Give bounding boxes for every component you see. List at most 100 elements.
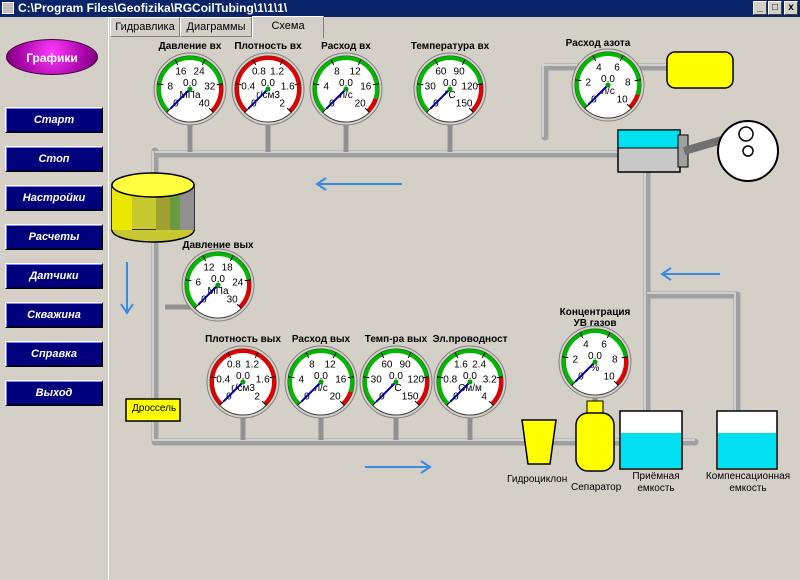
flow-arrow-down bbox=[120, 262, 134, 315]
gauge-tick-label: 2.4 bbox=[472, 360, 486, 371]
gauge-tick bbox=[571, 380, 577, 386]
gauge-tick-label: 16 bbox=[335, 374, 347, 385]
gauge-tick-label: 12 bbox=[325, 360, 337, 371]
tab-scheme[interactable]: Схема bbox=[252, 16, 324, 38]
gauge-value: 0.0 bbox=[601, 74, 615, 85]
gauge-unit: л/с bbox=[601, 86, 615, 97]
gauge-tick-label: 10 bbox=[617, 95, 629, 106]
calculations-button[interactable]: Расчеты bbox=[5, 224, 103, 250]
gauge-tick bbox=[434, 59, 439, 66]
gauge-tick bbox=[297, 400, 303, 406]
gauge-tick-label: 120 bbox=[407, 374, 424, 385]
gauge-tick-label: 1.6 bbox=[454, 360, 468, 371]
gauge-tick bbox=[339, 400, 345, 406]
gauge-tick bbox=[584, 103, 590, 109]
gauge-tick-label: 60 bbox=[381, 360, 393, 371]
minimize-button[interactable]: _ bbox=[753, 1, 767, 15]
gauge-tick bbox=[380, 352, 385, 359]
settings-button[interactable]: Настройки bbox=[5, 185, 103, 211]
gauge-unit: °C bbox=[390, 383, 401, 394]
gauge-tick bbox=[185, 279, 192, 282]
gauge-title: Расход азота bbox=[566, 38, 631, 49]
gauge-tick bbox=[363, 376, 370, 379]
gauge-tick bbox=[313, 83, 320, 86]
exit-button[interactable]: Выход bbox=[5, 380, 103, 406]
gauge-green-zone bbox=[575, 52, 641, 109]
gauge-tick bbox=[476, 83, 483, 86]
gauge-title: Расход вх bbox=[321, 41, 371, 52]
receiving-tank-label: Приёмная емкость bbox=[632, 471, 680, 494]
gauge-tick bbox=[634, 79, 641, 82]
graphs-button[interactable]: Графики bbox=[6, 39, 98, 75]
gauge-tick bbox=[269, 376, 276, 379]
gauge-tick bbox=[174, 59, 179, 66]
gauge-tick bbox=[414, 400, 420, 406]
gauge-value: 0.0 bbox=[261, 78, 275, 89]
gauge-tick bbox=[364, 107, 370, 113]
gauge-green-zone bbox=[288, 349, 354, 406]
gauge-unit: г/см3 bbox=[256, 90, 280, 101]
gauge-tick-label: 0.8 bbox=[443, 374, 457, 385]
gauge-hub bbox=[215, 282, 221, 288]
stop-button[interactable]: Стоп bbox=[5, 146, 103, 172]
well-button[interactable]: Скважина bbox=[5, 302, 103, 328]
gauge-tick bbox=[235, 83, 242, 86]
gauge-tick bbox=[417, 83, 424, 86]
gauge-rho-out: Плотность вых00.40.81.21.620.0г/см3 bbox=[205, 334, 281, 419]
gauge-tick bbox=[592, 55, 597, 62]
gauge-tick bbox=[621, 356, 628, 359]
gauge-tick-label: 4 bbox=[583, 340, 589, 351]
gauge-hub bbox=[343, 86, 349, 92]
gauge-tick bbox=[229, 255, 234, 262]
gauge-tick bbox=[347, 376, 354, 379]
gauge-hub bbox=[447, 86, 453, 92]
gauge-tick-label: 24 bbox=[194, 67, 206, 78]
gauge-tick-label: 2 bbox=[279, 99, 285, 110]
gauge-title: Темп-ра вых bbox=[365, 334, 428, 345]
gauge-unit: г/см3 bbox=[231, 383, 255, 394]
compensation-tank-label: Компенсационная емкость bbox=[705, 471, 791, 494]
window-title: C:\Program Files\Geofizika\RGCoilTubing\… bbox=[18, 1, 288, 15]
gauge-tick-label: 90 bbox=[454, 67, 466, 78]
gauge-hub bbox=[265, 86, 271, 92]
gauge-tick-label: 8 bbox=[334, 67, 340, 78]
gauge-tick bbox=[216, 83, 223, 86]
tab-diagrams[interactable]: Диаграммы bbox=[180, 17, 252, 37]
gauge-tick bbox=[626, 103, 632, 109]
gauge-title: Концентрация bbox=[560, 307, 631, 318]
gauge-needle bbox=[449, 381, 471, 403]
gauge-tick-label: 3.2 bbox=[483, 374, 497, 385]
gauge-title: Температура вх bbox=[411, 41, 490, 52]
gauge-tick-label: 24 bbox=[232, 277, 244, 288]
gauge-title: Давление вх bbox=[159, 41, 222, 52]
gauge-tick bbox=[468, 107, 474, 113]
maximize-button[interactable]: □ bbox=[768, 1, 782, 15]
gauge-red-zone bbox=[210, 83, 223, 113]
gauge-needle bbox=[169, 88, 191, 110]
tab-hydraulics[interactable]: Гидравлика bbox=[110, 17, 180, 37]
gauge-tick bbox=[330, 59, 335, 66]
app-icon bbox=[2, 2, 14, 14]
gauge-value: 0.0 bbox=[588, 351, 602, 362]
gauge-tick-label: 20 bbox=[355, 99, 367, 110]
gauge-tick-label: 0.8 bbox=[227, 360, 241, 371]
gauge-tick-label: 60 bbox=[435, 67, 447, 78]
close-button[interactable]: x bbox=[784, 1, 798, 15]
gauge-t-in: Температура вх03060901201500.0°C bbox=[411, 41, 490, 126]
sensors-button[interactable]: Датчики bbox=[5, 263, 103, 289]
gauge-unit: л/с bbox=[339, 90, 353, 101]
gauge-tick-label: 8 bbox=[612, 354, 618, 365]
gauge-tick-label: 12 bbox=[350, 67, 362, 78]
gauge-tick bbox=[252, 59, 257, 66]
gauge-tick bbox=[461, 59, 466, 66]
help-button[interactable]: Справка bbox=[5, 341, 103, 367]
gauge-needle bbox=[574, 361, 596, 383]
start-button[interactable]: Старт bbox=[5, 107, 103, 133]
gauge-tick bbox=[194, 303, 200, 309]
gauge-tick bbox=[157, 83, 164, 86]
gauge-needle bbox=[375, 381, 397, 403]
gauge-rho-in: Плотность вх00.40.81.21.620.0г/см3 bbox=[231, 41, 305, 126]
